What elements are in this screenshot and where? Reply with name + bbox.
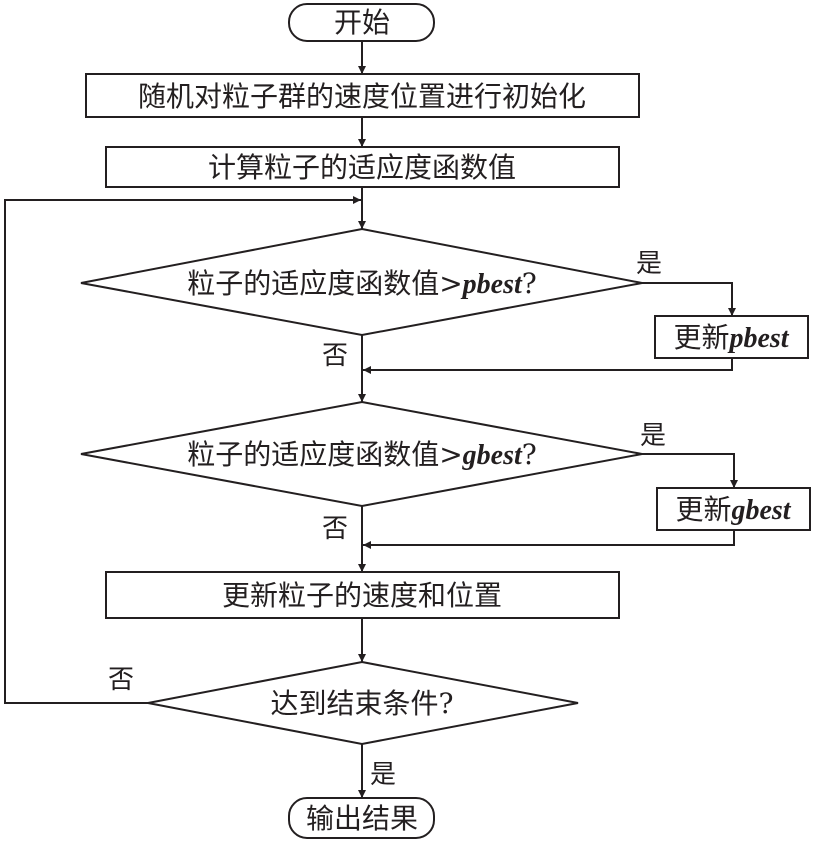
yes-label-gbest: 是 (640, 421, 666, 451)
start-label: 开始 (334, 6, 390, 39)
update-particles-label: 更新粒子的速度和位置 (222, 579, 502, 612)
arrow-loop-back (4, 196, 361, 704)
decision-gbest-label: 粒子的适应度函数值>gbest? (187, 438, 537, 471)
arrow-pbest-return (363, 358, 733, 374)
update-pbest-box (654, 315, 809, 359)
yes-label-pbest: 是 (636, 249, 662, 279)
update-gbest-label: 更新gbest (675, 493, 791, 526)
decision-end-label: 达到结束条件? (270, 687, 453, 720)
fitness-label: 计算粒子的适应度函数值 (208, 151, 516, 184)
end-terminator (288, 797, 435, 839)
init-label: 随机对粒子群的速度位置进行初始化 (138, 80, 586, 113)
no-label-pbest: 否 (322, 341, 348, 371)
arrow-gbest-return (363, 530, 735, 549)
yes-label-end: 是 (370, 760, 396, 790)
update-pbest-label: 更新pbest (673, 321, 789, 354)
arrow-pbest-yes (642, 282, 736, 316)
update-gbest-box (656, 487, 811, 531)
decision-pbest-label: 粒子的适应度函数值>pbest? (187, 267, 537, 300)
end-label: 输出结果 (306, 802, 418, 835)
no-label-end: 否 (108, 665, 134, 695)
arrow-gbest-yes (642, 453, 738, 488)
no-label-gbest: 否 (322, 514, 348, 544)
init-box (85, 73, 640, 118)
